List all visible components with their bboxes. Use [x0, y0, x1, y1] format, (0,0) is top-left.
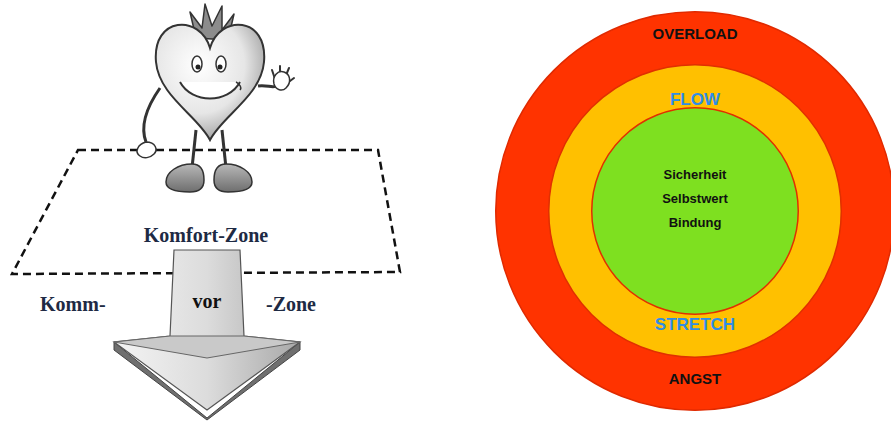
circle-outline — [591, 107, 799, 315]
node-text: ANGST — [495, 370, 891, 388]
node-text: vor — [112, 289, 302, 313]
arrow-outline — [112, 250, 302, 420]
word-part-label: Komm- — [40, 292, 106, 316]
comfort-circle: SicherheitSelbstwertBindung — [591, 107, 799, 315]
node-text: Sicherheit — [591, 167, 799, 183]
node-text: Selbstwert — [591, 191, 799, 207]
stretch-circle: FLOWSTRETCHSicherheitSelbstwertBindung — [548, 64, 842, 358]
overload-circle: OVERLOADANGSTFLOWSTRETCHSicherheitSelbst… — [495, 11, 891, 411]
node-text: FLOW — [548, 90, 842, 110]
node-text: Komfort-Zone — [10, 223, 402, 247]
node-text: STRETCH — [548, 315, 842, 335]
down-arrow: vor — [112, 250, 302, 420]
node-text: Bindung — [591, 215, 799, 231]
word-part-label: -Zone — [266, 292, 316, 316]
node-text: OVERLOAD — [495, 25, 891, 43]
